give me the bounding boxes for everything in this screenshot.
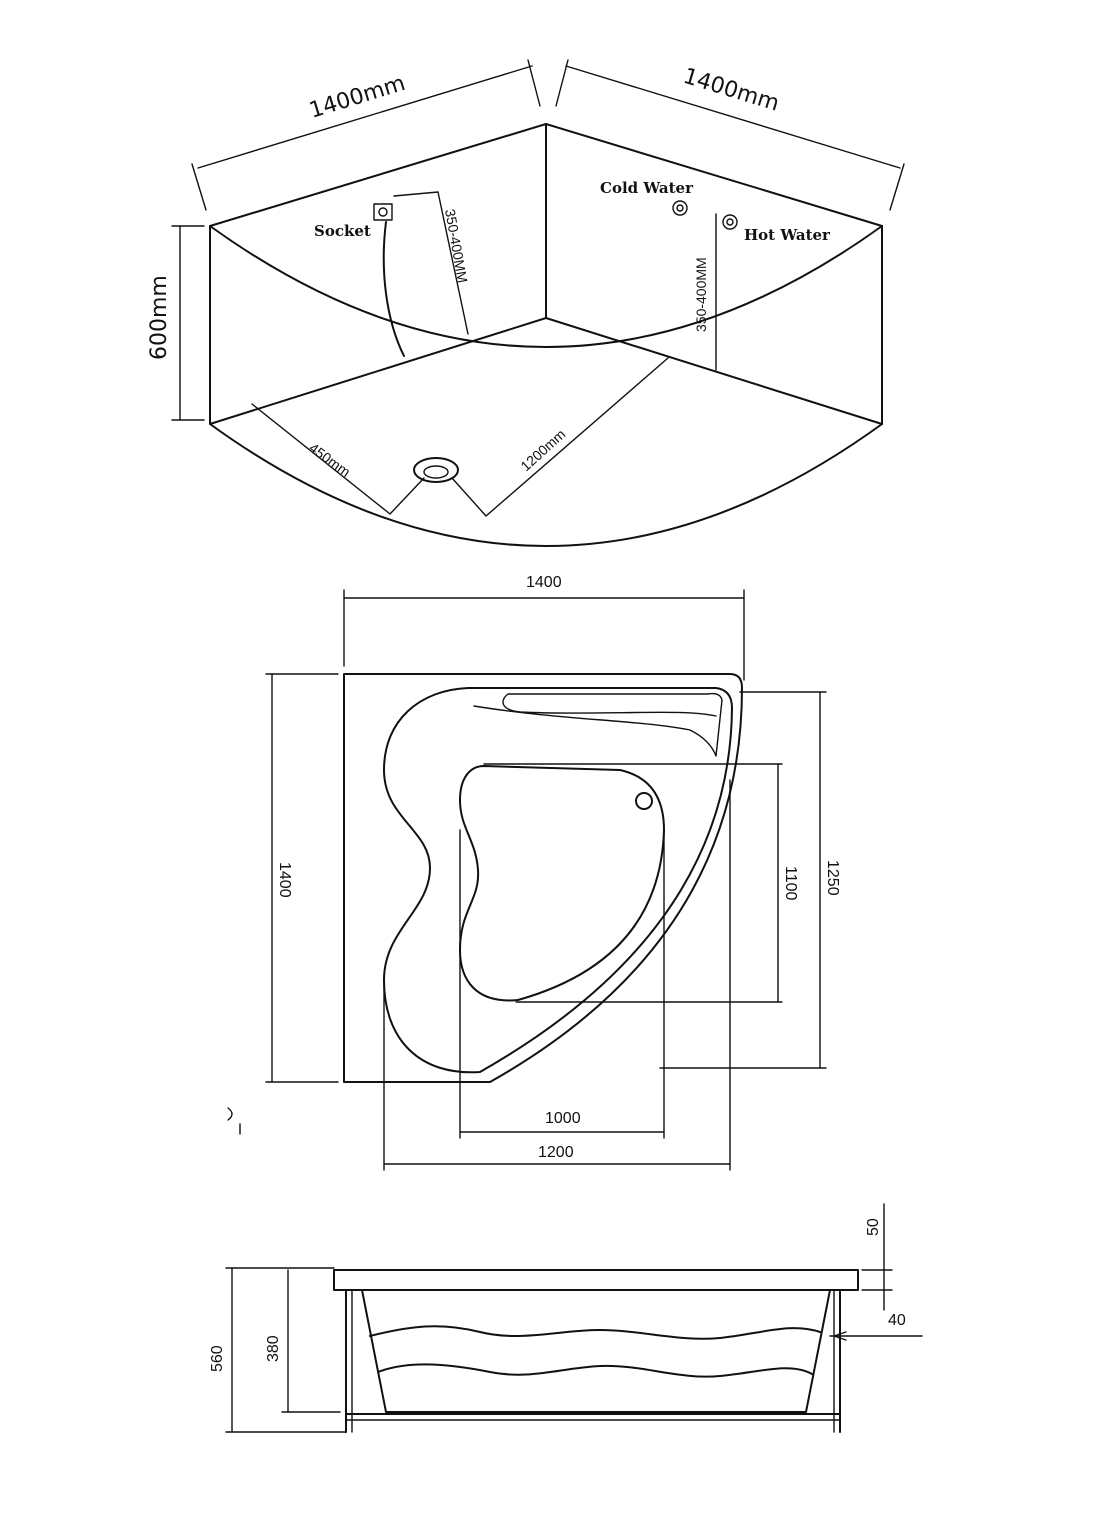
- socket-height-label: 350-400MM: [442, 208, 471, 284]
- cold-water-label: Cold Water: [600, 179, 694, 197]
- socket-height-dim: [393, 191, 469, 335]
- plan-overall-depth-label: 1400: [276, 862, 293, 898]
- height-label: 600mm: [147, 275, 172, 360]
- elevation-offset-label: 40: [888, 1312, 906, 1329]
- bottom-apron-arc: [209, 423, 883, 547]
- elevation-wave-bottom: [377, 1363, 813, 1378]
- plan-drain-icon: [635, 792, 653, 810]
- plan-inner-depth-label: 1100: [782, 866, 799, 901]
- elevation-rim: [333, 1269, 859, 1291]
- dim-tick-left-b: [527, 59, 541, 107]
- plan-view: 1400 1400 1250 1100 1000: [227, 574, 841, 1171]
- hot-water-label: Hot Water: [744, 226, 831, 244]
- dim-tick-left-a: [191, 163, 207, 211]
- elevation-tub-body: [361, 1289, 831, 1413]
- plan-inner-width-label: 1000: [545, 1110, 581, 1127]
- floor-edge-right: [545, 317, 883, 425]
- socket-icon: [373, 203, 393, 221]
- drain-left-label: 450mm: [306, 439, 353, 479]
- socket-label: Socket: [314, 222, 371, 240]
- dim-tick-right-b: [889, 163, 905, 211]
- drain-icon: [413, 457, 459, 483]
- water-height-label: 350-400MM: [693, 257, 709, 332]
- elevation-inner-label: 380: [265, 1335, 282, 1362]
- dim-line-left: [197, 65, 533, 169]
- dim-line-right: [565, 65, 901, 169]
- cold-water-tap-icon: [672, 200, 688, 216]
- elevation-rim-label: 50: [865, 1218, 882, 1236]
- plan-basin-outline: [459, 765, 665, 1002]
- hot-water-tap-icon: [722, 214, 738, 230]
- elevation-offset-arrow: [833, 1331, 847, 1341]
- dim-tick-right-a: [555, 59, 569, 107]
- elevation-wave-top: [369, 1325, 821, 1340]
- plan-overall-width-label: 1400: [526, 574, 562, 591]
- stray-mark: [227, 1107, 241, 1135]
- floor-edge-left: [209, 317, 547, 425]
- elevation-view: 560 380 50 40: [209, 1203, 923, 1433]
- width-left-label: 1400mm: [306, 71, 408, 124]
- plan-outer-outline: [343, 673, 743, 1083]
- plan-headrest: [473, 692, 723, 757]
- plan-outer-width-label: 1200: [538, 1144, 574, 1161]
- width-right-label: 1400mm: [680, 64, 782, 117]
- drain-dim-left: [251, 403, 425, 515]
- elevation-total-label: 560: [209, 1345, 226, 1372]
- top-apron-arc: [209, 225, 883, 348]
- socket-cable: [382, 221, 405, 357]
- drain-dim-right: [451, 357, 669, 517]
- perspective-view: 1400mm 1400mm 600mm Socket 350-400MM Col…: [147, 59, 905, 547]
- back-wall-right: [545, 123, 883, 227]
- plan-right-depth-label: 1250: [824, 860, 841, 896]
- back-wall-left: [209, 123, 547, 319]
- plan-rim-outline: [383, 687, 733, 1074]
